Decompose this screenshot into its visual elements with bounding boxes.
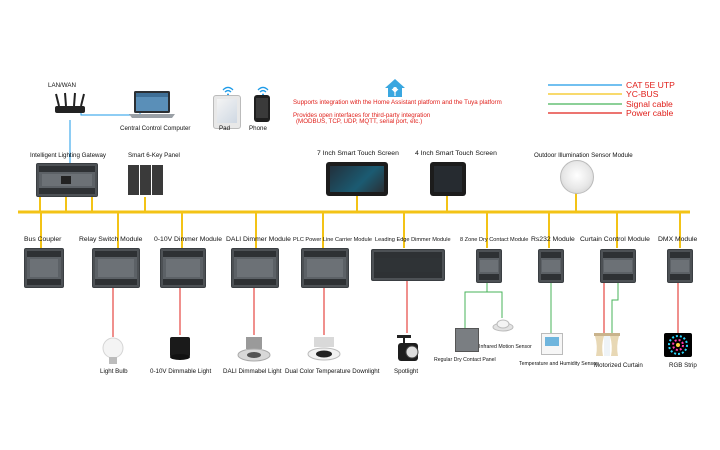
spotlight-label: Spotlight [394, 368, 419, 375]
leading-edge-device [371, 249, 445, 281]
dry-contact-label: 8 Zone Dry Contact Module [460, 237, 529, 243]
curtain-module-label: Curtain Control Module [580, 236, 650, 243]
dry-contact-panel-label: Regular Dry Contact Panel [434, 357, 496, 363]
pad-icon [213, 95, 241, 129]
dali-module-device [231, 248, 279, 288]
ycbus-upper-drops [39, 192, 577, 212]
curtain-icon [594, 333, 620, 357]
temperature-sensor-icon [541, 333, 563, 355]
rgb-strip-icon [664, 333, 692, 357]
protocols-text: (MODBUS, TCP, UDP, MQTT, serial port, et… [296, 118, 423, 125]
power-cables [112, 279, 679, 337]
downlight-icon [306, 335, 342, 363]
home-assistant-icon [384, 78, 406, 98]
7inch-screen-device [326, 162, 388, 196]
panel-label: Smart 6-Key Panel [128, 152, 180, 159]
4inch-screen-device [430, 162, 466, 196]
temperature-sensor-label: Temperature and Humidity Sensor [519, 361, 598, 367]
lan-wan-label: LAN/WAN [48, 82, 76, 89]
dimmable-light-icon [168, 335, 192, 363]
dmx-device [667, 249, 693, 283]
sensor-label: Outdoor Illumination Sensor Module [534, 152, 633, 159]
gateway-device [36, 163, 98, 197]
dali-label: DALI Dimmer Module [226, 236, 291, 243]
central-control-computer-label: Central Control Computer [120, 125, 191, 132]
light-bulb-label: Light Bulb [100, 368, 128, 375]
infrared-sensor-icon [492, 318, 514, 332]
wifi-icon [222, 83, 234, 96]
legend-cat5e: CAT 5E UTP [626, 80, 675, 90]
rgb-strip-label: RGB Strip [669, 362, 697, 369]
legend-ycbus: YC-BUS [626, 89, 659, 99]
downlight-label: Dual Color Temperature Downlight [285, 368, 380, 375]
legend-signal: Signal cable [626, 99, 673, 109]
rs232-device [538, 249, 564, 283]
dali-light-label: DALI Dimmabel Light [223, 368, 282, 375]
relay-module-device [92, 248, 140, 288]
router-icon [53, 92, 87, 118]
relay-label: Relay Switch Module [79, 236, 143, 243]
curtain-module-device [600, 249, 636, 283]
spotlight-icon [395, 333, 423, 365]
curtain-label: Motorized Curtain [594, 362, 643, 369]
wifi-icon [257, 83, 269, 96]
open-interface-text: Provides open interfaces for third-party… [293, 112, 431, 119]
light-bulb-icon [101, 336, 125, 366]
plc-module-device [301, 248, 349, 288]
phone-label: Phone [249, 125, 267, 132]
screen4-label: 4 Inch Smart Touch Screen [415, 150, 497, 157]
dry-contact-device [476, 249, 502, 283]
dmx-label: DMX Module [658, 236, 698, 243]
legend-power: Power cable [626, 108, 674, 118]
phone-icon [254, 95, 270, 122]
gateway-label: Intelligent Lighting Gateway [30, 152, 107, 159]
illumination-sensor-device [560, 160, 594, 194]
plc-label: PLC Power Line Carrier Module [293, 237, 372, 243]
dimmable-light-label: 0-10V Dimmable Light [150, 368, 212, 375]
smart-panel-device [128, 165, 164, 195]
laptop-icon [128, 90, 176, 120]
dali-light-icon [236, 335, 272, 363]
bus-coupler-label: Bus Coupler [24, 236, 62, 243]
rs232-label: Rs232 Module [531, 236, 575, 243]
dimmer-010-device [160, 248, 206, 288]
ycbus-lower-drops [40, 212, 681, 248]
dry-contact-panel-icon [455, 328, 479, 352]
integration-text: Supports integration with the Home Assis… [293, 99, 502, 106]
screen7-label: 7 Inch Smart Touch Screen [317, 150, 399, 157]
pad-label: Pad [219, 125, 231, 132]
dimmer-010-label: 0-10V Dimmer Module [154, 236, 222, 243]
leading-edge-label: Leading Edge Dimmer Module [375, 237, 451, 243]
infrared-sensor-label: Infrared Motion Sensor [479, 344, 532, 350]
signal-cables [464, 281, 619, 333]
bus-coupler-device [24, 248, 64, 288]
